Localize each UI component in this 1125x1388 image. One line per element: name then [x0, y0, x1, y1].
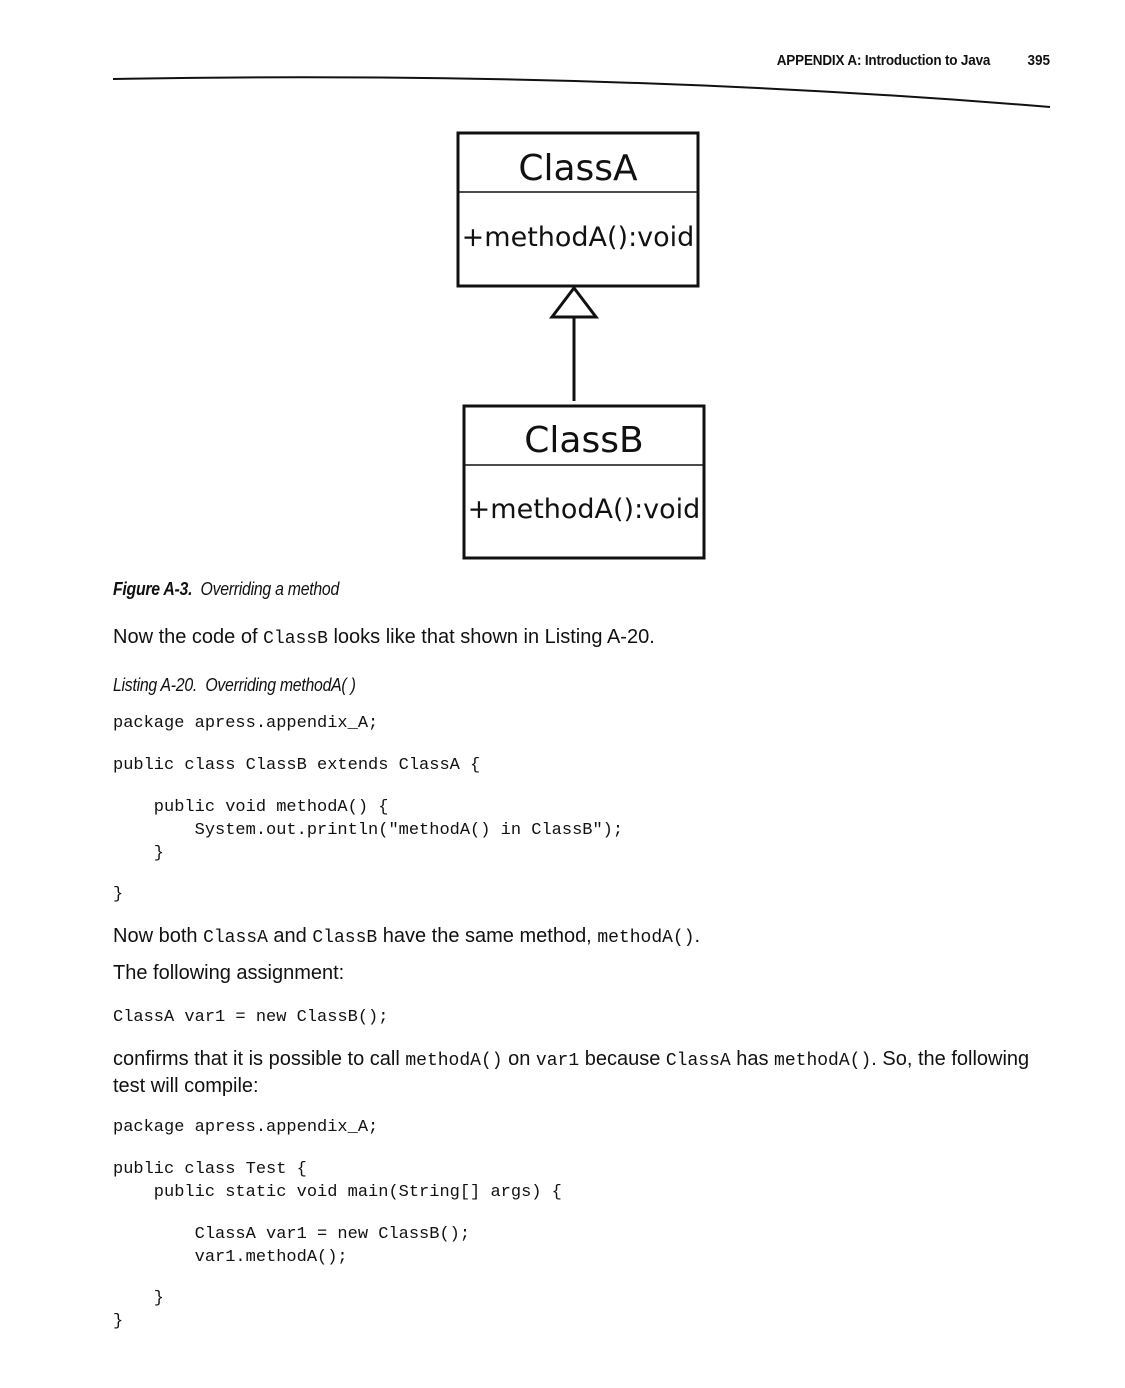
code-line: package apress.appendix_A;: [113, 714, 379, 733]
code-line: }: [113, 844, 165, 863]
code-line: public static void main(String[] args) {: [113, 1183, 562, 1202]
class-a-name: ClassA: [518, 148, 638, 189]
code-line: package apress.appendix_A;: [113, 1118, 379, 1137]
inheritance-arrow: [548, 285, 600, 401]
running-header-title: APPENDIX A: Introduction to Java: [776, 52, 990, 69]
paragraph-assignment: The following assignment:: [113, 962, 345, 984]
listing-caption-text: Overriding methodA( ): [205, 675, 356, 695]
listing-label: Listing A-20.: [113, 675, 198, 695]
class-a-box: ClassA +methodA():void: [456, 131, 700, 288]
page-number: 395: [1027, 52, 1050, 69]
code-line: }: [113, 885, 124, 904]
header-rule: [112, 76, 1051, 108]
code-line: }: [113, 1289, 165, 1308]
class-b-name: ClassB: [524, 420, 643, 461]
code-line: }: [113, 1312, 124, 1331]
paragraph-intro: Now the code of ClassB looks like that s…: [113, 626, 655, 649]
uml-class-diagram: ClassA +methodA():void ClassB +methodA()…: [456, 131, 706, 560]
paragraph-confirms: confirms that it is possible to call met…: [113, 1048, 1030, 1097]
code-line: public void methodA() {: [113, 798, 389, 817]
class-b-box: ClassB +methodA():void: [462, 404, 706, 560]
listing-caption: Listing A-20. Overriding methodA( ): [113, 675, 356, 696]
code-assignment-line: ClassA var1 = new ClassB();: [113, 1008, 389, 1027]
figure-label: Figure A-3.: [113, 579, 193, 599]
paragraph-same-method: Now both ClassA and ClassB have the same…: [113, 925, 701, 948]
class-b-method: +methodA():void: [468, 494, 701, 525]
code-line: ClassA var1 = new ClassB();: [113, 1225, 471, 1244]
code-line: public class Test {: [113, 1160, 307, 1179]
figure-caption: Figure A-3. Overriding a method: [113, 579, 339, 600]
code-line: System.out.println("methodA() in ClassB"…: [113, 821, 624, 840]
figure-caption-text: Overriding a method: [200, 579, 340, 599]
code-line: public class ClassB extends ClassA {: [113, 756, 481, 775]
code-line: var1.methodA();: [113, 1248, 348, 1267]
class-a-method: +methodA():void: [462, 222, 695, 253]
